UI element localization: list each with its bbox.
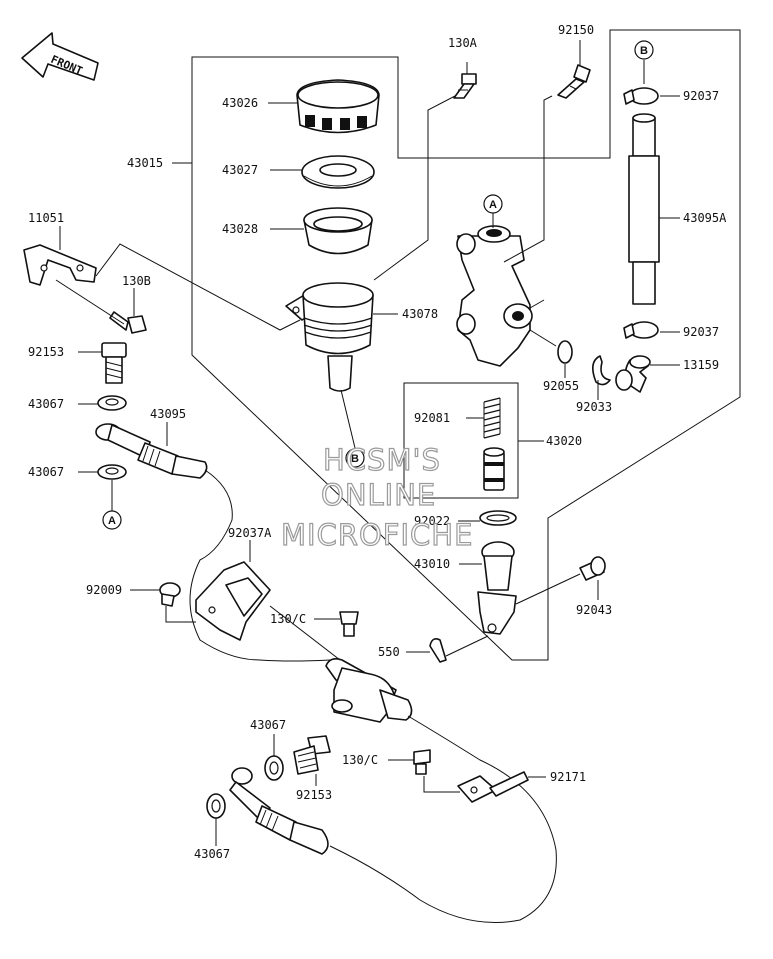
bolt-92150	[557, 64, 591, 99]
label-43067-c: 43067	[250, 718, 286, 732]
label-92171: 92171	[550, 770, 586, 784]
label-92037-top: 92037	[683, 89, 719, 103]
label-130a: 130A	[448, 36, 478, 50]
label-92055: 92055	[543, 379, 579, 393]
screw-92009	[159, 582, 181, 607]
lower-hose-fitting	[229, 715, 557, 923]
guard-92037a	[195, 561, 271, 641]
watermark: HCSM'S ONLINE MICROFICHE	[280, 442, 473, 552]
label-43028: 43028	[222, 222, 258, 236]
elbow-13159	[615, 355, 651, 393]
clamp-92171	[457, 771, 529, 803]
hose-fitting-43095	[95, 423, 331, 662]
label-92153-top: 92153	[28, 345, 64, 359]
washer-43067-b	[97, 464, 127, 480]
clamp-92037-top	[623, 87, 659, 105]
ref-marker-b-mid-text: B	[351, 453, 359, 465]
label-43067-b: 43067	[28, 465, 64, 479]
label-92081: 92081	[414, 411, 450, 425]
label-13159: 13159	[683, 358, 719, 372]
label-43067-d: 43067	[194, 847, 230, 861]
label-92150: 92150	[558, 23, 594, 37]
label-92009: 92009	[86, 583, 122, 597]
assembly-outlines	[191, 29, 741, 661]
bolt-92153-top	[101, 342, 127, 384]
label-92037a: 92037A	[228, 526, 272, 540]
label-43020: 43020	[546, 434, 582, 448]
watermark-line-1: HCSM'S	[323, 443, 441, 477]
hose-clamp-holder	[325, 658, 413, 723]
master-cylinder-body	[456, 225, 533, 367]
label-43078: 43078	[402, 307, 438, 321]
label-130c-b: 130/C	[342, 753, 378, 767]
label-43095: 43095	[150, 407, 186, 421]
ref-marker-a-top-text: A	[489, 199, 497, 211]
bolt-130c-b	[413, 749, 431, 775]
label-92153-bottom: 92153	[296, 788, 332, 802]
label-130b: 130B	[122, 274, 151, 288]
ref-marker-b-top: B	[634, 40, 654, 60]
label-92033: 92033	[576, 400, 612, 414]
label-92043: 92043	[576, 603, 612, 617]
reservoir-cap-43026	[296, 79, 380, 134]
washer-43067-d	[206, 793, 226, 819]
part-labels: 130A 92150 43026 92037 43015 43027 11051…	[28, 23, 727, 861]
clamp-92037-mid	[623, 321, 659, 339]
washer-43067-c	[264, 755, 284, 781]
label-43015: 43015	[127, 156, 163, 170]
bracket-11051	[23, 244, 97, 286]
ref-marker-a-left-text: A	[108, 515, 116, 527]
pin-92043	[579, 556, 606, 581]
reservoir-43078	[285, 282, 374, 392]
label-92037-mid: 92037	[683, 325, 719, 339]
ref-marker-a-top: A	[483, 194, 503, 214]
spring-92081	[483, 397, 501, 439]
watermark-line-3: MICROFICHE	[281, 518, 473, 552]
bolt-130c-a	[339, 611, 359, 637]
leader-lines	[55, 40, 680, 846]
label-11051: 11051	[28, 211, 64, 225]
ref-marker-b-top-text: B	[640, 45, 648, 57]
washer-43067-a	[97, 395, 127, 411]
label-43026: 43026	[222, 96, 258, 110]
piston-43020	[483, 447, 505, 491]
label-130c-a: 130/C	[270, 612, 306, 626]
hose-43095a	[628, 113, 660, 305]
cotter-pin-550	[429, 638, 447, 663]
diaphragm-43028	[303, 207, 373, 255]
label-43095a: 43095A	[683, 211, 727, 225]
label-43027: 43027	[222, 163, 258, 177]
diaphragm-plate-43027	[301, 155, 375, 189]
bolt-130b	[109, 311, 147, 334]
ref-marker-b-mid: B	[345, 448, 365, 468]
label-43067-a: 43067	[28, 397, 64, 411]
o-ring-92055	[557, 340, 573, 364]
bolt-130a	[453, 73, 477, 99]
ref-marker-a-left: A	[102, 510, 122, 530]
label-550: 550	[378, 645, 400, 659]
circlip-92022	[479, 510, 517, 526]
label-43010: 43010	[414, 557, 450, 571]
watermark-line-2: ONLINE	[321, 478, 436, 512]
bolt-92153-bottom	[293, 735, 331, 775]
push-rod-43010	[477, 541, 517, 635]
front-arrow: FRONT	[21, 32, 99, 81]
label-92022: 92022	[414, 514, 450, 528]
circlip-92033	[592, 355, 611, 386]
